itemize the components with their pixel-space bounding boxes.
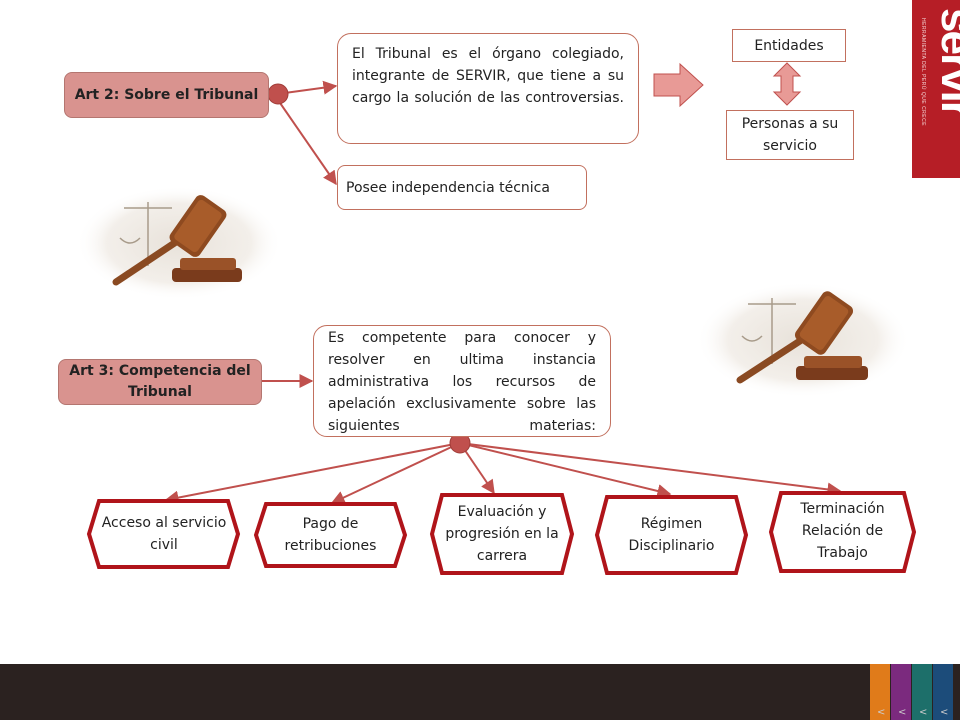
art2-independence: Posee independencia técnica <box>346 179 550 196</box>
materia-pago: Pago de retribuciones <box>284 516 377 554</box>
art2-label: Art 2: Sobre el Tribunal <box>74 86 259 103</box>
materia-line-4 <box>459 442 672 498</box>
art3-description-box: Es competente para conocer y resolver en… <box>313 325 611 437</box>
hex-evaluacion <box>429 493 575 575</box>
art2-node <box>267 83 289 105</box>
scales-icon <box>119 202 172 266</box>
hex-terminacion <box>768 491 917 573</box>
art2-independence-line <box>277 99 337 186</box>
footer-bar: < < < < <box>0 664 960 720</box>
materia-terminacion: Terminación Relación de Trabajo <box>800 501 885 561</box>
chevron-left-icon: < <box>919 707 928 718</box>
materia-evaluacion: Evaluación y progresión en la carrera <box>445 504 559 564</box>
chevron-left-icon: < <box>877 707 886 718</box>
art2-description: El Tribunal es el órgano colegiado, inte… <box>352 46 624 106</box>
hex-pago <box>253 502 408 568</box>
chevron-left-icon: < <box>898 707 907 718</box>
right-arrow-icon <box>653 62 704 108</box>
chevron-left-icon: < <box>940 707 949 718</box>
gavel-icon <box>76 186 282 300</box>
entidades-label: Entidades <box>754 37 824 54</box>
personas-box: Personas a su servicio <box>726 110 854 160</box>
entidades-box: Entidades <box>732 29 846 62</box>
materia-line-2 <box>330 442 461 504</box>
logo-name: servir <box>932 8 960 116</box>
art2-label-box: Art 2: Sobre el Tribunal <box>64 72 269 118</box>
art3-description: Es competente para conocer y resolver en… <box>328 330 596 434</box>
materia-regimen: Régimen Disciplinario <box>628 516 715 554</box>
art2-description-box: El Tribunal es el órgano colegiado, inte… <box>337 33 639 144</box>
art3-label: Art 3: Competencia del Tribunal <box>69 363 251 400</box>
materia-line-5 <box>459 442 842 497</box>
gavel-icon <box>696 282 910 398</box>
hex-regimen <box>594 495 749 575</box>
art2-independence-box: Posee independencia técnica <box>337 165 587 210</box>
footer-stripe: < <box>891 664 911 720</box>
materia-line-1 <box>164 442 461 505</box>
footer-stripe: < <box>870 664 890 720</box>
art3-label-box: Art 3: Competencia del Tribunal <box>58 359 262 405</box>
materia-acceso: Acceso al servicio civil <box>101 515 227 553</box>
servir-logo: servir HERRAMIENTA DEL PERÚ QUE CRECE <box>912 0 960 178</box>
scales-icon <box>741 298 796 364</box>
logo-tagline: HERRAMIENTA DEL PERÚ QUE CRECE <box>920 18 926 127</box>
personas-label: Personas a su servicio <box>741 116 839 154</box>
double-arrow-icon <box>772 62 802 106</box>
footer-stripe: < <box>933 664 953 720</box>
hex-acceso <box>86 499 241 569</box>
footer-stripe: < <box>912 664 932 720</box>
